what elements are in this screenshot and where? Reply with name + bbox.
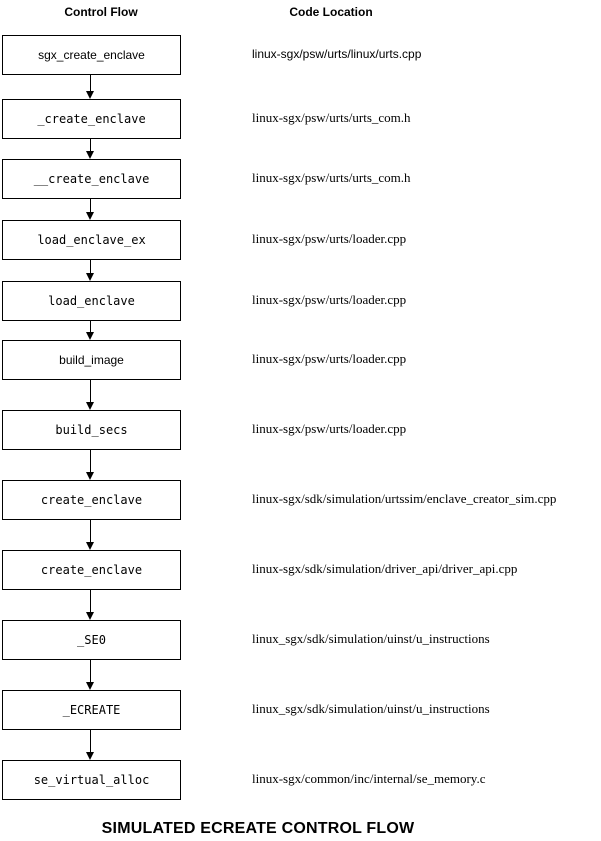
arrow-line [90, 590, 91, 613]
arrowhead-down-icon [86, 151, 94, 159]
flow-node-create-enclave-1u: _create_enclave [2, 99, 181, 139]
arrow-line [90, 450, 91, 473]
arrowhead-down-icon [86, 542, 94, 550]
arrowhead-down-icon [86, 682, 94, 690]
code-location: linux_sgx/sdk/simulation/uinst/u_instruc… [252, 631, 490, 646]
flow-arrow [86, 590, 95, 620]
arrow-line [90, 260, 91, 274]
flow-node-load-enclave-ex: load_enclave_ex [2, 220, 181, 260]
code-location: linux-sgx/sdk/simulation/driver_api/driv… [252, 561, 518, 576]
flow-node-build-image: build_image [2, 340, 181, 380]
code-location: linux-sgx/psw/urts/loader.cpp [252, 421, 407, 436]
flow-arrow [86, 520, 95, 550]
code-location: linux-sgx/psw/urts/loader.cpp [252, 292, 407, 307]
flow-arrow [86, 450, 95, 480]
arrow-line [90, 380, 91, 403]
arrowhead-down-icon [86, 212, 94, 220]
code-location: linux-sgx/psw/urts/linux/urts.cpp [252, 47, 422, 61]
flow-arrow [86, 75, 95, 99]
flow-node-ecreate: _ECREATE [2, 690, 181, 730]
arrowhead-down-icon [86, 472, 94, 480]
flow-node-build-secs: build_secs [2, 410, 181, 450]
flow-node-load-enclave: load_enclave [2, 281, 181, 321]
arrowhead-down-icon [86, 752, 94, 760]
flow-arrow [86, 380, 95, 410]
code-location: linux_sgx/sdk/simulation/uinst/u_instruc… [252, 701, 490, 716]
arrow-line [90, 730, 91, 753]
flow-node-create-enclave-sim: create_enclave [2, 480, 181, 520]
code-location: linux-sgx/sdk/simulation/urtssim/enclave… [252, 491, 557, 506]
arrowhead-down-icon [86, 402, 94, 410]
arrow-line [90, 321, 91, 333]
arrow-line [90, 520, 91, 543]
arrow-line [90, 660, 91, 683]
code-location: linux-sgx/psw/urts/urts_com.h [252, 170, 411, 185]
flow-arrow [86, 260, 95, 281]
flow-arrow [86, 660, 95, 690]
column-header-control-flow: Control Flow [64, 5, 138, 19]
code-location: linux-sgx/psw/urts/loader.cpp [252, 231, 407, 246]
flow-arrow [86, 730, 95, 760]
flow-node-se0: _SE0 [2, 620, 181, 660]
code-location: linux-sgx/common/inc/internal/se_memory.… [252, 771, 486, 786]
flow-node-create-enclave-drv: create_enclave [2, 550, 181, 590]
arrow-line [90, 75, 91, 92]
flow-arrow [86, 199, 95, 220]
arrow-line [90, 199, 91, 213]
code-location: linux-sgx/psw/urts/urts_com.h [252, 110, 411, 125]
flow-node-se-virtual-alloc: se_virtual_alloc [2, 760, 181, 800]
flow-arrow [86, 139, 95, 159]
diagram-caption: SIMULATED ECREATE CONTROL FLOW [101, 820, 415, 837]
arrowhead-down-icon [86, 612, 94, 620]
arrow-line [90, 139, 91, 152]
arrowhead-down-icon [86, 91, 94, 99]
flow-node-create-enclave-2u: __create_enclave [2, 159, 181, 199]
flow-node-sgx-create-enclave: sgx_create_enclave [2, 35, 181, 75]
arrowhead-down-icon [86, 332, 94, 340]
flow-arrow [86, 321, 95, 340]
column-header-code-location: Code Location [289, 5, 373, 19]
arrowhead-down-icon [86, 273, 94, 281]
code-location: linux-sgx/psw/urts/loader.cpp [252, 351, 407, 366]
